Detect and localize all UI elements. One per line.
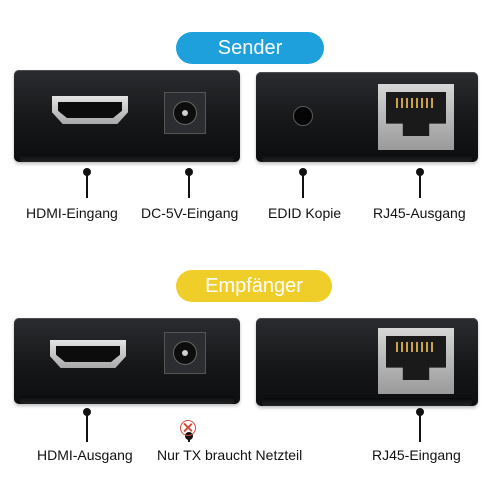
- receiver-unit-back: [256, 318, 478, 406]
- no-power-icon: [180, 420, 196, 436]
- sender-title: Sender: [176, 32, 324, 64]
- rj45-port-icon: [378, 328, 454, 394]
- edid-button-icon: [293, 106, 313, 126]
- leader-line: [83, 168, 91, 198]
- label-hdmi-eingang: HDMI-Eingang: [26, 205, 118, 221]
- label-hdmi-ausgang: HDMI-Ausgang: [37, 447, 133, 463]
- leader-line: [185, 432, 193, 442]
- leader-line: [299, 168, 307, 198]
- leader-line: [416, 168, 424, 198]
- dc-jack-icon: [164, 332, 206, 374]
- leader-line: [83, 408, 91, 442]
- label-rj45-ausgang: RJ45-Ausgang: [373, 205, 466, 221]
- label-nur-tx-braucht-netzteil: Nur TX braucht Netzteil: [157, 447, 303, 463]
- dc-jack-icon: [164, 92, 206, 134]
- receiver-unit-front: [14, 318, 240, 404]
- device-base: [262, 398, 472, 406]
- label-edid-kopie: EDID Kopie: [268, 205, 342, 221]
- hdmi-port-icon: [52, 96, 128, 124]
- device-base: [262, 154, 472, 162]
- leader-line: [416, 408, 424, 442]
- device-base: [20, 396, 234, 404]
- leader-line: [185, 168, 193, 198]
- sender-unit-front: [14, 70, 240, 162]
- label-rj45-eingang: RJ45-Eingang: [372, 447, 461, 463]
- hdmi-port-icon: [50, 340, 126, 368]
- rj45-port-icon: [378, 84, 454, 150]
- device-base: [20, 154, 234, 162]
- receiver-title: Empfänger: [176, 270, 332, 302]
- label-dc-5v-eingang: DC-5V-Eingang: [141, 205, 239, 221]
- sender-unit-back: [256, 72, 478, 162]
